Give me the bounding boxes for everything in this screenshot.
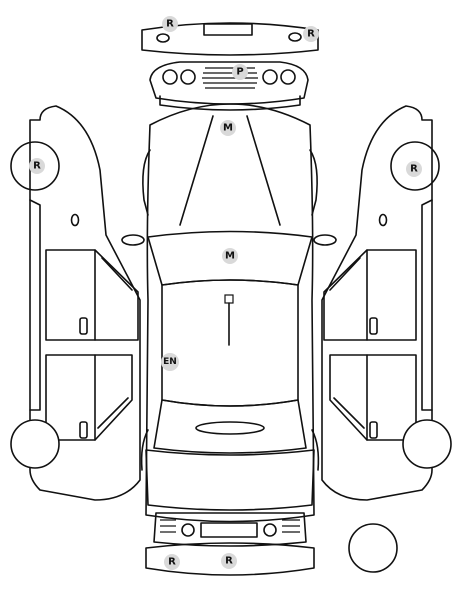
marker-badge — [222, 248, 238, 264]
marker-right-front-wheel[interactable]: R — [406, 161, 422, 177]
car-top-view[interactable] — [121, 103, 337, 523]
rear-fascia-view[interactable] — [153, 512, 307, 547]
marker-label: R — [168, 557, 176, 568]
left-side-view[interactable] — [10, 105, 141, 501]
marker-badge — [303, 26, 319, 42]
marker-label: P — [236, 67, 243, 78]
marker-hood[interactable]: M — [220, 120, 236, 136]
marker-badge — [164, 554, 180, 570]
marker-badge — [161, 353, 179, 371]
marker-left-front-wheel[interactable]: R — [29, 158, 45, 174]
marker-badge — [406, 161, 422, 177]
marker-front-bumper-right[interactable]: R — [303, 26, 319, 42]
spare-wheel[interactable] — [348, 523, 398, 573]
marker-badge — [220, 120, 236, 136]
marker-label: R — [307, 29, 315, 40]
right-side-view[interactable] — [321, 105, 452, 501]
front-bumper-view[interactable] — [141, 22, 319, 56]
marker-label: M — [225, 251, 235, 262]
marker-roof[interactable]: M — [222, 248, 238, 264]
marker-label: M — [223, 123, 233, 134]
marker-left-side-lower[interactable]: EN — [161, 353, 179, 371]
marker-badge — [221, 553, 237, 569]
marker-badge — [162, 16, 178, 32]
marker-label: R — [33, 161, 41, 172]
marker-rear-bumper-right[interactable]: R — [221, 553, 237, 569]
front-fascia-view[interactable] — [149, 61, 309, 111]
marker-front-grille[interactable]: P — [232, 64, 248, 80]
marker-label: R — [225, 556, 233, 567]
marker-badge — [232, 64, 248, 80]
marker-badge — [29, 158, 45, 174]
marker-label: EN — [163, 357, 177, 367]
marker-front-bumper-left[interactable]: R — [162, 16, 178, 32]
marker-rear-bumper-left[interactable]: R — [164, 554, 180, 570]
marker-label: R — [410, 164, 418, 175]
marker-label: R — [166, 19, 174, 30]
rear-bumper-view[interactable] — [145, 542, 315, 576]
